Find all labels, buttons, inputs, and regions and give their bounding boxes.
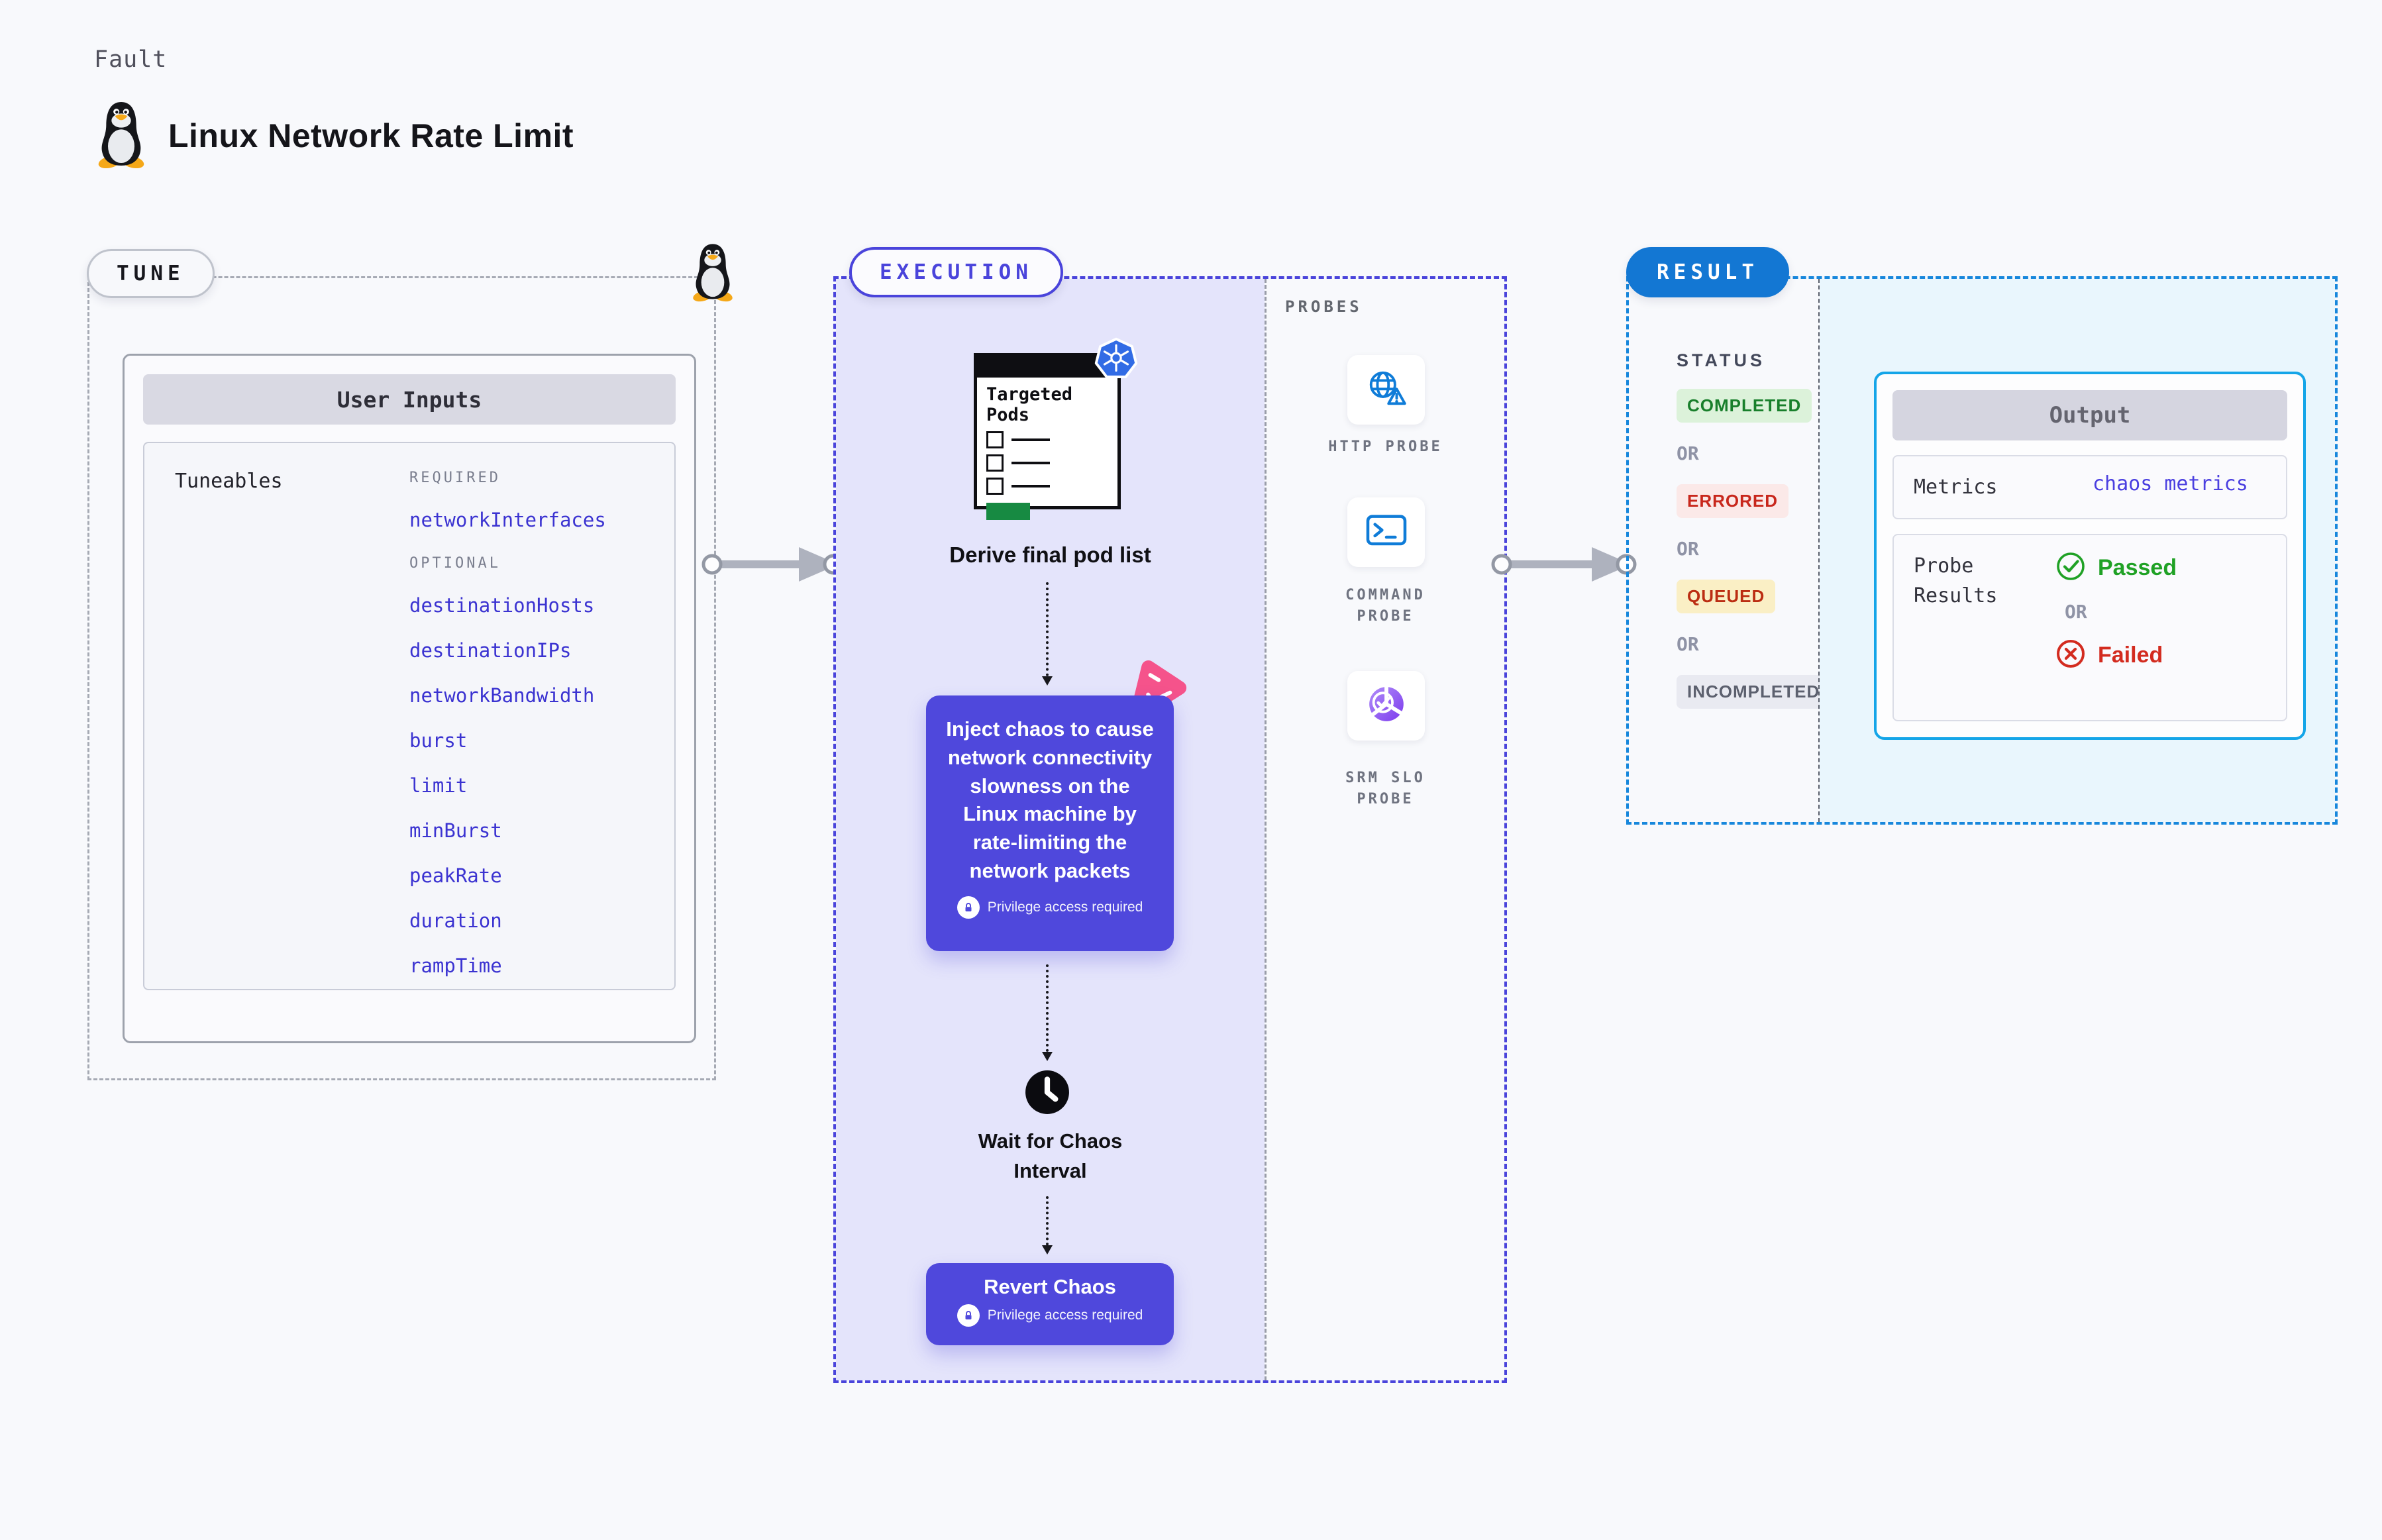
param-item: duration <box>409 909 502 932</box>
output-card: Output Metrics chaos metrics Probe Resul… <box>1874 372 2306 740</box>
probe-label: HTTP PROBE <box>1328 438 1443 455</box>
execution-pill: EXECUTION <box>849 247 1063 297</box>
probe-card-http <box>1347 355 1425 425</box>
param-item: peakRate <box>409 864 502 887</box>
pods-card-title: Targeted Pods <box>986 384 1073 426</box>
metrics-row: Metrics chaos metrics <box>1892 455 2287 519</box>
tune-pill: TUNE <box>87 249 215 298</box>
revert-chaos-card: Revert Chaos Privilege access required <box>926 1263 1174 1345</box>
or-label: OR <box>1677 538 1699 560</box>
inject-chaos-text: Inject chaos to cause network connectivi… <box>946 717 1154 882</box>
globe-alert-icon <box>1365 368 1408 412</box>
lock-icon <box>957 1304 980 1327</box>
privilege-label: Privilege access required <box>987 1308 1143 1323</box>
status-badge: QUEUED <box>1677 580 1776 613</box>
wait-chaos-label: Wait for Chaos Interval <box>978 1129 1123 1182</box>
pod-list-row <box>986 431 1108 449</box>
output-title: Output <box>1892 390 2287 440</box>
tuneables-panel: Tuneables REQUIRED networkInterfaces OPT… <box>143 442 676 990</box>
probes-panel: PROBES HTTP PR <box>1265 279 1504 1380</box>
probe-card-command <box>1347 497 1425 567</box>
tune-section: TUNE User Inputs Tuneables REQUIRED netw… <box>87 244 733 1080</box>
param-item: burst <box>409 729 468 752</box>
param-item: limit <box>409 774 468 797</box>
check-circle-icon <box>2055 551 2086 585</box>
tuneables-label: Tuneables <box>175 470 283 493</box>
lock-icon <box>957 896 980 919</box>
page-header: Linux Network Rate Limit <box>93 99 574 172</box>
kubernetes-icon <box>1093 336 1139 385</box>
result-section: RESULT STATUS COMPLETED OR ERRORED OR QU… <box>1626 247 2338 825</box>
param-item: networkInterfaces <box>409 509 606 531</box>
x-circle-icon <box>2055 639 2086 672</box>
pie-check-icon <box>1366 684 1407 728</box>
status-badge: COMPLETED <box>1677 389 1812 423</box>
probe-label: SRM SLO PROBE <box>1345 770 1425 807</box>
or-label: OR <box>1677 633 1699 655</box>
status-badge: INCOMPLETED <box>1677 675 1831 709</box>
revert-chaos-label: Revert Chaos <box>984 1275 1116 1298</box>
status-badge: ERRORED <box>1677 484 1789 518</box>
privilege-label: Privilege access required <box>987 899 1143 915</box>
failed-label: Failed <box>2098 642 2163 668</box>
param-item: destinationHosts <box>409 594 595 617</box>
param-item: destinationIPs <box>409 639 572 662</box>
inject-chaos-card: Inject chaos to cause network connectivi… <box>926 695 1174 951</box>
execution-flow-panel: Targeted Pods <box>836 279 1265 1380</box>
required-label: REQUIRED <box>409 470 501 486</box>
output-panel: Output Metrics chaos metrics Probe Resul… <box>1820 279 2335 822</box>
tux-icon <box>93 99 150 172</box>
pods-card-topbar <box>977 356 1117 378</box>
result-divider <box>1818 279 1820 822</box>
dotted-arrow <box>1042 582 1053 686</box>
tux-icon <box>688 241 737 305</box>
clock-icon <box>1024 1069 1070 1119</box>
flow-arrow <box>1491 547 1637 582</box>
user-inputs-title: User Inputs <box>143 374 676 425</box>
param-item: rampTime <box>409 954 502 977</box>
status-column: STATUS COMPLETED OR ERRORED OR QUEUED OR… <box>1629 279 1831 822</box>
param-item: minBurst <box>409 819 502 842</box>
flow-arrow <box>701 547 844 582</box>
terminal-icon <box>1365 513 1408 552</box>
page-title: Linux Network Rate Limit <box>168 117 574 154</box>
status-label: STATUS <box>1677 350 1765 370</box>
targeted-pods-card: Targeted Pods <box>974 337 1138 521</box>
pod-list-highlight <box>986 503 1030 521</box>
probe-results-label: Probe Results <box>1914 554 1998 607</box>
derive-pod-list-label: Derive final pod list <box>949 542 1151 567</box>
probe-card-srm <box>1347 671 1425 741</box>
probes-label: PROBES <box>1285 297 1363 316</box>
user-inputs-card: User Inputs Tuneables REQUIRED networkIn… <box>123 354 696 1043</box>
page-eyebrow: Fault <box>94 46 168 73</box>
result-pill: RESULT <box>1626 247 1789 297</box>
metrics-value: chaos metrics <box>2093 472 2248 495</box>
or-label: OR <box>2065 601 2087 623</box>
probe-label: COMMAND PROBE <box>1345 587 1425 625</box>
metrics-label: Metrics <box>1914 476 1998 499</box>
passed-label: Passed <box>2098 555 2177 580</box>
execution-section: Targeted Pods <box>833 247 1507 1383</box>
dotted-arrow <box>1042 964 1053 1061</box>
pod-list-row <box>986 454 1108 472</box>
param-item: networkBandwidth <box>409 684 595 707</box>
pod-list-row <box>986 478 1108 495</box>
probe-results-row: Probe Results Passed OR <box>1892 534 2287 721</box>
dotted-arrow <box>1042 1196 1053 1255</box>
optional-label: OPTIONAL <box>409 555 501 572</box>
or-label: OR <box>1677 442 1699 464</box>
